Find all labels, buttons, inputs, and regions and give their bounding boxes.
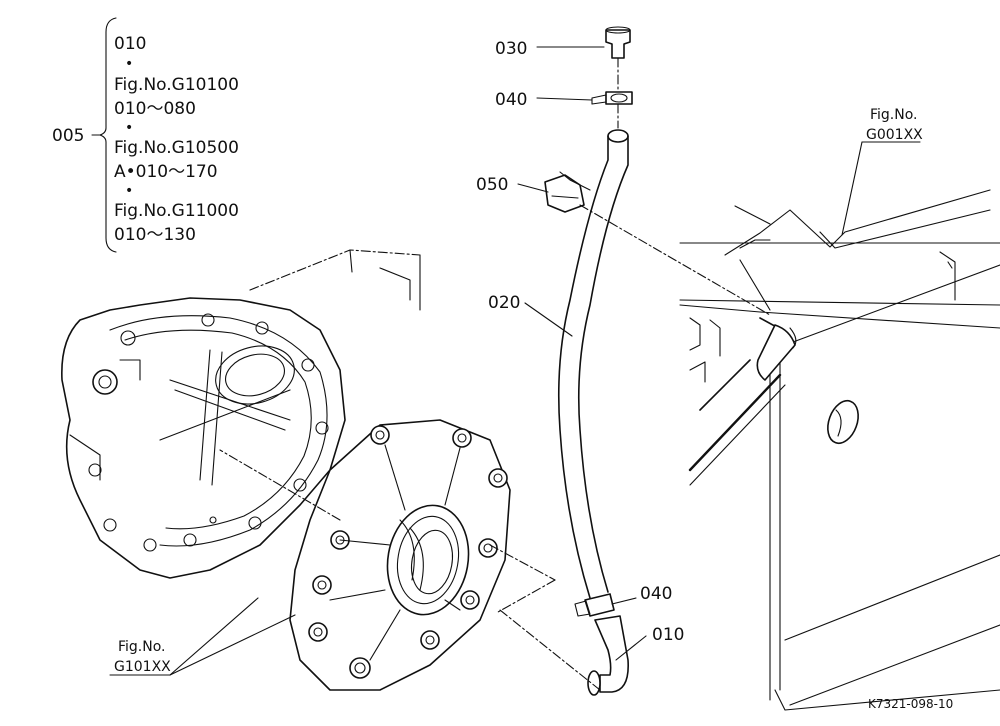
bracket-line-6: Fig.No.G10500 <box>114 138 239 158</box>
bracket-line-4: 010～080 <box>114 99 196 119</box>
parts-reference-bracket: 005 010 • Fig.No.G10100 010～080 • Fig.No… <box>52 17 239 253</box>
bracket-line-3: Fig.No.G10100 <box>114 75 239 95</box>
front-cover-illustration <box>219 419 556 691</box>
callout-050: 050 <box>476 175 508 195</box>
callout-010: 010 <box>652 625 684 645</box>
bracket-line-10: 010～130 <box>114 225 196 245</box>
figref-left-line2: G101XX <box>114 659 171 675</box>
transmission-case-illustration <box>61 249 421 579</box>
figref-right-line2: G001XX <box>866 127 923 143</box>
callout-040-bottom: 040 <box>640 584 672 604</box>
callout-005: 005 <box>52 126 84 146</box>
bracket-line-2: • <box>125 56 133 72</box>
drawing-code: K7321-098-10 <box>868 697 953 711</box>
figref-left: Fig.No. G101XX <box>109 597 296 676</box>
bracket-line-1: 010 <box>114 34 146 54</box>
figref-left-line1: Fig.No. <box>118 639 166 655</box>
bracket-line-7: A•010～170 <box>114 162 218 182</box>
callout-020: 020 <box>488 293 520 313</box>
frame-structure-illustration: Fig.No. G001XX <box>679 107 1000 711</box>
figref-right-line1: Fig.No. <box>870 107 918 123</box>
callout-040-top: 040 <box>495 90 527 110</box>
bracket-line-8: • <box>125 183 133 199</box>
bracket-line-5: • <box>125 120 133 136</box>
callout-030: 030 <box>495 39 527 59</box>
breather-hose-assembly: 030 040 050 020 040 010 <box>476 26 771 696</box>
bracket-line-9: Fig.No.G11000 <box>114 201 239 221</box>
